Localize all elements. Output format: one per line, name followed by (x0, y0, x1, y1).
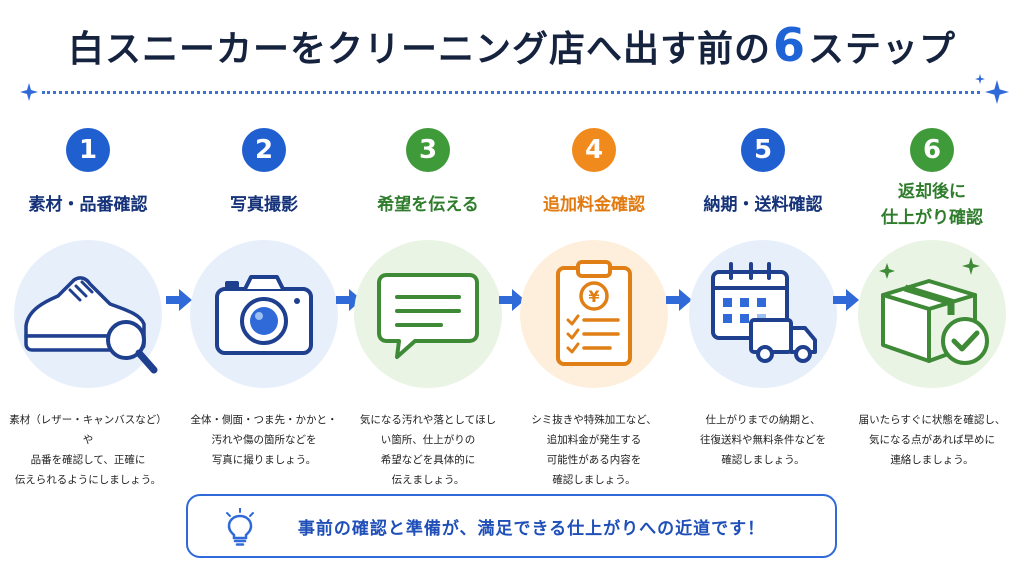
step-description: 全体・側面・つま先・かかと・ 汚れや傷の箇所などを 写真に撮りましょう。 (190, 414, 338, 466)
yen-clipboard-icon: ¥ (556, 260, 632, 366)
speech-bubble-icon (377, 273, 479, 359)
step-description: 仕上がりまでの納期と、 往復送料や無料条件などを 確認しましょう。 (700, 414, 826, 466)
step-title: 追加料金確認 (543, 195, 645, 215)
step-number-badge: 2 (242, 128, 286, 172)
step-title: 素材・品番確認 (28, 195, 148, 215)
step-number-badge: 4 (572, 128, 616, 172)
svg-text:¥: ¥ (588, 287, 599, 306)
title-prefix: 白スニーカーをクリーニング店へ出す前の (67, 29, 771, 70)
step-number-badge: 3 (406, 128, 450, 172)
step-illustration (354, 240, 502, 388)
page-title: 白スニーカーをクリーニング店へ出す前の6ステップ (0, 18, 1024, 72)
step-6: 6 返却後に 仕上がり確認 届いたらすぐに状態を確認し、 気になる点があれば早め… (849, 128, 1015, 470)
arrow-right-icon (166, 289, 192, 311)
step-title: 納期・送料確認 (703, 195, 823, 215)
step-description: シミ抜きや特殊加工など、 追加料金が発生する 可能性がある内容を 確認しましょう… (531, 414, 657, 486)
lightbulb-icon (226, 508, 254, 546)
step-5: 5 納期・送料確認 仕上がりまでの納期と、 往復送料や無料条件などを 確認しまし… (680, 128, 846, 470)
step-description: 気になる汚れや落としてほしい箇所、仕上がりの 希望などを具体的に 伝えましょう。 (359, 414, 497, 486)
box-check-icon (879, 257, 989, 365)
step-1: 1 素材・品番確認 素材（レザー・キャンバスなど）や 品番を確認して、正確に 伝… (5, 128, 171, 490)
footer-text: 事前の確認と準備が、満足できる仕上がりへの近道です！ (297, 518, 766, 539)
step-2: 2 写真撮影 全体・側面・つま先・かかと・ 汚れや傷の箇所などを 写真に撮りまし… (181, 128, 347, 470)
step-title: 写真撮影 (230, 195, 298, 215)
step-number-badge: 1 (66, 128, 110, 172)
sparkle-left-icon (20, 83, 38, 101)
arrow-right-icon (666, 289, 692, 311)
step-description: 届いたらすぐに状態を確認し、 気になる点があれば早めに 連絡しましょう。 (858, 414, 1006, 466)
title-number: 6 (772, 18, 806, 72)
footer-banner: 事前の確認と準備が、満足できる仕上がりへの近道です！ (186, 494, 837, 558)
step-title: 返却後に 仕上がり確認 (881, 182, 983, 228)
title-divider (42, 91, 980, 94)
step-illustration (689, 240, 837, 388)
step-4: 4 追加料金確認 ¥ シミ抜きや特殊加工など、 追加料金が発生する 可能性がある… (511, 128, 677, 490)
sparkle-right-icon (985, 80, 1009, 104)
step-description: 素材（レザー・キャンバスなど）や 品番を確認して、正確に 伝えられるようにしまし… (9, 414, 167, 486)
step-3: 3 希望を伝える 気になる汚れや落としてほしい箇所、仕上がりの 希望などを具体的… (345, 128, 511, 490)
step-title: 希望を伝える (377, 195, 479, 215)
sneaker-magnifier-icon (24, 276, 158, 374)
step-number-badge: 5 (741, 128, 785, 172)
arrow-right-icon (833, 289, 859, 311)
step-illustration: ¥ (520, 240, 668, 388)
title-suffix: ステップ (808, 29, 957, 70)
step-illustration (190, 240, 338, 388)
step-illustration (858, 240, 1006, 388)
sparkle-small-icon (975, 74, 985, 84)
camera-icon (215, 275, 313, 355)
step-number-badge: 6 (910, 128, 954, 172)
calendar-truck-icon (711, 262, 817, 363)
arrow-right-icon (499, 289, 525, 311)
step-illustration (14, 240, 162, 388)
